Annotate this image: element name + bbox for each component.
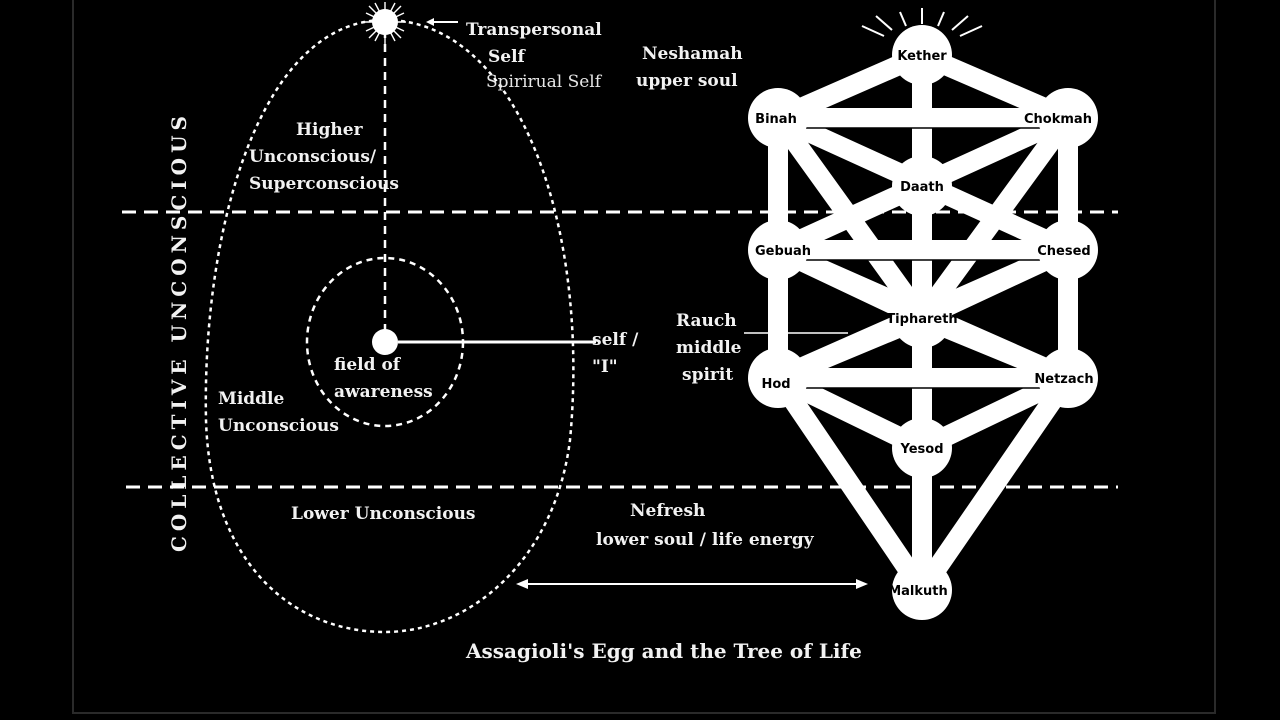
field-of-awareness-line1: field of (334, 355, 402, 375)
daath-label: Daath (900, 180, 944, 195)
transpersonal-arrowhead (426, 18, 434, 26)
collective-unconscious-label: COLLECTIVE UNCONSCIOUS (167, 111, 191, 552)
kether-rays-icon (861, 8, 983, 37)
transpersonal-label-line2: Self (488, 47, 527, 67)
lower-unconscious-label: Lower Unconscious (291, 504, 476, 524)
yesod-label: Yesod (899, 442, 943, 457)
tree-of-life: Kether Binah Chokmah Daath Gebuah Chesed… (748, 8, 1098, 620)
higher-unconscious-line1: Higher (296, 120, 364, 140)
transpersonal-label-line1: Transpersonal (466, 20, 602, 40)
tiphareth-label: Tiphareth (886, 312, 957, 327)
netzach-node (1038, 348, 1098, 408)
gebuah-node (748, 220, 808, 280)
yesod-node (892, 418, 952, 478)
self-label-line1: self / (592, 330, 639, 350)
assagioli-egg-outline (204, 18, 575, 634)
chesed-node (1038, 220, 1098, 280)
middle-unconscious-line2: Unconscious (218, 416, 339, 436)
sephirot-nodes (748, 25, 1098, 620)
nefresh-line2: lower soul / life energy (596, 530, 815, 550)
binah-label: Binah (755, 112, 797, 127)
diagram-caption: Assagioli's Egg and the Tree of Life (465, 639, 862, 663)
gebuah-label: Gebuah (755, 244, 811, 259)
field-of-awareness-line2: awareness (334, 382, 433, 402)
chokmah-label: Chokmah (1024, 112, 1092, 127)
malkuth-label: Malkuth (888, 584, 948, 599)
spiritual-self-label: Spirirual Self (486, 72, 603, 92)
middle-unconscious-line1: Middle (218, 389, 285, 409)
neshamah-line2: upper soul (636, 71, 738, 91)
binah-node (748, 88, 808, 148)
rauch-line1: Rauch (676, 311, 737, 331)
rauch-line2: middle (676, 338, 742, 358)
chokmah-node (1038, 88, 1098, 148)
malkuth-node (892, 560, 952, 620)
hod-node (748, 348, 808, 408)
hod-label: Hod (761, 377, 790, 392)
higher-unconscious-line2: Unconscious/ (249, 147, 377, 167)
nefresh-line1: Nefresh (630, 501, 705, 521)
higher-unconscious-line3: Superconscious (249, 174, 399, 194)
self-label-line2: "I" (592, 357, 618, 377)
chesed-label: Chesed (1037, 244, 1090, 259)
tiphareth-node (892, 288, 952, 348)
netzach-label: Netzach (1034, 372, 1093, 387)
neshamah-line1: Neshamah (642, 44, 743, 64)
kether-node (892, 25, 952, 85)
daath-node (892, 156, 952, 216)
kether-label: Kether (897, 49, 947, 64)
rauch-line3: spirit (682, 365, 733, 385)
transpersonal-star-icon (364, 2, 406, 44)
tree-path-edges (778, 127, 1068, 389)
double-arrow-icon (516, 579, 868, 589)
self-point (372, 329, 398, 355)
